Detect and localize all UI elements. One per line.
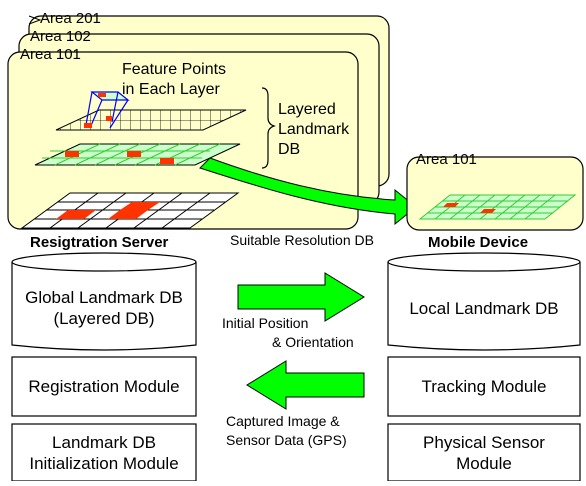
sensor-module-box (387, 423, 581, 482)
layered-db-label: Layered Landmark DB (278, 100, 349, 160)
to-device-label: Initial Position & Orientation (222, 314, 354, 352)
tracking-module-label: Tracking Module (388, 357, 580, 416)
layered-db-line2: Landmark (278, 121, 350, 138)
area-102-label: Area 102 (30, 28, 91, 45)
feature-points-line1: Feature Points (122, 61, 227, 78)
feature-points-line2: in Each Layer (122, 81, 220, 98)
layer-2-grid (34, 143, 241, 166)
device-grid (418, 194, 577, 220)
registration-module-text: Registration Module (28, 377, 180, 396)
layered-db-line1: Layered (278, 101, 336, 118)
feature-points-label: Feature Points in Each Layer (122, 60, 226, 100)
to-server-line1: Captured Image & (226, 413, 340, 429)
device-area-label: Area 101 (416, 151, 477, 168)
to-device-line2: & Orientation (272, 334, 354, 350)
server-title: Resigtration Server (30, 234, 169, 251)
global-db-cylinder (11, 252, 197, 351)
suitable-db-arrow (199, 157, 417, 226)
layer-1-grid (55, 109, 247, 131)
area-101-label: Area 101 (20, 46, 81, 63)
tracking-module-text: Tracking Module (421, 377, 547, 396)
init-module-label: Landmark DB Initialization Module (12, 424, 196, 481)
init-module-line2: Initialization Module (29, 453, 179, 473)
area-201-label: Area 201 (40, 10, 101, 27)
init-module-line1: Landmark DB (52, 432, 156, 452)
local-db-text: Local Landmark DB (409, 298, 559, 318)
to-device-line1: Initial Position (222, 315, 309, 331)
feature-pyramid (84, 91, 130, 129)
to-device-arrow (237, 272, 365, 322)
global-db-label: Global Landmark DB (Layered DB) (12, 278, 196, 338)
to-server-arrow (246, 360, 365, 410)
sensor-line2: Module (456, 453, 512, 473)
to-server-label: Captured Image & Sensor Data (GPS) (226, 412, 347, 450)
global-db-line1: Global Landmark DB (25, 288, 183, 307)
local-db-cylinder (387, 252, 581, 351)
suitable-db-label: Suitable Resolution DB (230, 232, 374, 248)
tracking-module-box (387, 356, 581, 417)
registration-module-label: Registration Module (12, 357, 196, 416)
layered-db-line3: DB (278, 141, 301, 158)
sensor-line1: Physical Sensor (423, 432, 545, 452)
registration-module-box (11, 356, 197, 417)
layer-brace (261, 87, 276, 169)
local-db-label: Local Landmark DB (388, 278, 580, 338)
device-title: Mobile Device (428, 234, 529, 251)
init-module-box (11, 423, 197, 482)
sensor-module-label: Physical Sensor Module (388, 424, 580, 481)
to-server-line2: Sensor Data (GPS) (226, 432, 347, 448)
layer-3-grid (20, 192, 240, 229)
global-db-line2: (Layered DB) (53, 309, 155, 328)
